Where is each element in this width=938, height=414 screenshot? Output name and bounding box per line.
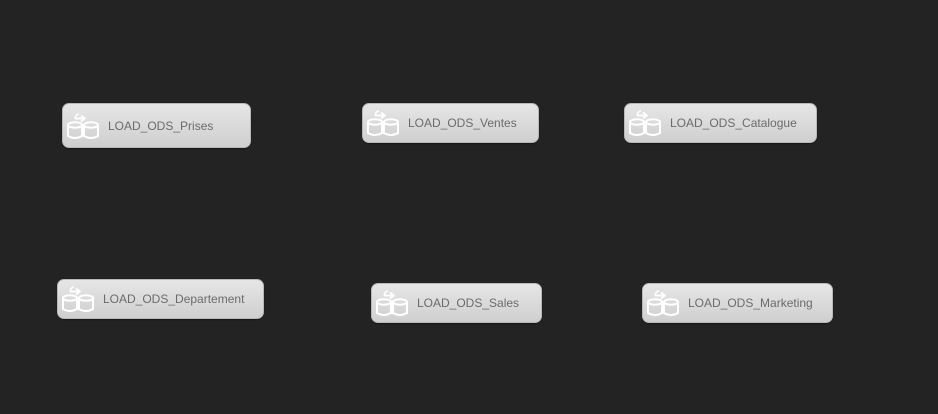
task-label: LOAD_ODS_Ventes — [408, 116, 517, 130]
task-load-ods-ventes[interactable]: LOAD_ODS_Ventes — [362, 103, 539, 143]
task-load-ods-prises[interactable]: LOAD_ODS_Prises — [62, 103, 251, 148]
task-label: LOAD_ODS_Departement — [103, 292, 245, 306]
task-label: LOAD_ODS_Sales — [417, 296, 520, 310]
task-label: LOAD_ODS_Prises — [108, 118, 214, 133]
database-transfer-icon — [61, 284, 95, 314]
database-transfer-icon — [366, 108, 400, 138]
task-load-ods-catalogue[interactable]: LOAD_ODS_Catalogue — [624, 103, 817, 143]
task-label: LOAD_ODS_Marketing — [688, 296, 813, 310]
database-transfer-icon — [646, 288, 680, 318]
database-transfer-icon — [66, 111, 100, 141]
task-label: LOAD_ODS_Catalogue — [670, 116, 797, 130]
database-transfer-icon — [628, 108, 662, 138]
task-load-ods-sales[interactable]: LOAD_ODS_Sales — [371, 283, 542, 323]
database-transfer-icon — [375, 288, 409, 318]
task-load-ods-marketing[interactable]: LOAD_ODS_Marketing — [642, 283, 833, 323]
task-load-ods-departement[interactable]: LOAD_ODS_Departement — [57, 279, 264, 319]
